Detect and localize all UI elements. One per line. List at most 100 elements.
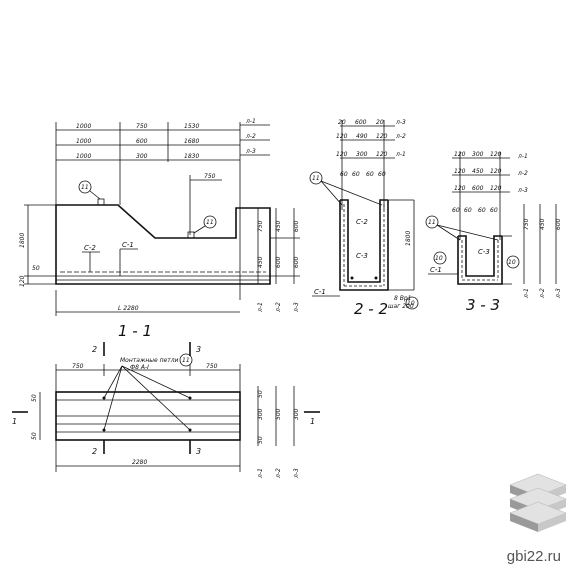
s3-right-label-l1: л-1 bbox=[523, 288, 530, 299]
s2-note-b: шаг 200 bbox=[388, 303, 414, 310]
s3-dim-120d: 120 bbox=[490, 168, 502, 175]
plan-right-label-l1: л-1 bbox=[257, 468, 264, 479]
s2-label-l1: л-1 bbox=[395, 151, 406, 158]
s3-right-750: 750 bbox=[523, 218, 530, 230]
dim-inner-750: 750 bbox=[204, 173, 216, 180]
plan-right-label-l2: л-2 bbox=[275, 468, 282, 479]
dim-height-1800: 1800 bbox=[19, 233, 26, 248]
s2-height-1800: 1800 bbox=[405, 231, 412, 246]
s2-bar-c1: С-1 bbox=[314, 288, 326, 296]
dim-1000-c: 1000 bbox=[76, 153, 91, 160]
label-l2: л-2 bbox=[245, 133, 256, 140]
plan-side-cut-right: 1 bbox=[310, 417, 315, 426]
s2-small-60d: 60 bbox=[378, 171, 386, 178]
s2-dim-120d: 120 bbox=[376, 151, 388, 158]
right-label-l3: л-3 bbox=[293, 302, 300, 313]
dim-1830: 1830 bbox=[184, 153, 199, 160]
section-title-2-2: 2 - 2 bbox=[354, 300, 388, 318]
plan-right-label-l3: л-3 bbox=[293, 468, 300, 479]
section-3-3: 120 300 120 л-1 120 450 120 л-2 120 600 … bbox=[425, 151, 562, 314]
s2-dim-20a: 20 bbox=[338, 119, 346, 126]
plan-left-50b: 50 bbox=[31, 432, 38, 440]
watermark-logo bbox=[509, 473, 567, 532]
s2-dim-120a: 120 bbox=[336, 133, 348, 140]
section-2-2: 20 600 20 л-3 120 490 120 л-2 120 300 12… bbox=[309, 119, 419, 318]
s3-small-60c: 60 bbox=[478, 207, 486, 214]
s2-small-60a: 60 bbox=[340, 171, 348, 178]
s3-right-label-l2: л-2 bbox=[539, 288, 546, 299]
dim-1680: 1680 bbox=[184, 138, 199, 145]
section-title-3-3: 3 - 3 bbox=[466, 296, 500, 314]
s2-small-60b: 60 bbox=[352, 171, 360, 178]
s3-small-60d: 60 bbox=[490, 207, 498, 214]
plan-left-750: 750 bbox=[72, 363, 84, 370]
s3-dim-120a: 120 bbox=[454, 151, 466, 158]
dim-right-450: 450 bbox=[275, 220, 282, 232]
s3-dim-120e: 120 bbox=[454, 185, 466, 192]
s3-dim-300: 300 bbox=[472, 151, 484, 158]
plan-length-2280: 2280 bbox=[132, 459, 147, 466]
s3-small-60b: 60 bbox=[464, 207, 472, 214]
plan-right-500: 500 bbox=[275, 408, 282, 420]
s2-label-l2: л-2 bbox=[395, 133, 406, 140]
s2-label-l3: л-3 bbox=[395, 119, 406, 126]
s3-bar-c3: С-3 bbox=[478, 248, 490, 256]
s2-callout-11: 11 bbox=[312, 175, 320, 182]
dim-300: 300 bbox=[136, 153, 148, 160]
callout-11-a: 11 bbox=[81, 184, 89, 191]
plan-right-750: 750 bbox=[206, 363, 218, 370]
plan-note: Монтажные петли bbox=[120, 357, 179, 364]
s3-bar-c1: С-1 bbox=[430, 266, 442, 274]
section-title-1-1: 1 - 1 bbox=[118, 322, 152, 340]
label-l3: л-3 bbox=[245, 148, 256, 155]
label-l1: л-1 bbox=[245, 118, 256, 125]
bar-c1: С-1 bbox=[122, 241, 134, 249]
s2-small-60c: 60 bbox=[366, 171, 374, 178]
s3-dim-120b: 120 bbox=[490, 151, 502, 158]
plan-right-300b: 300 bbox=[293, 408, 300, 420]
callout-11-b: 11 bbox=[206, 219, 214, 226]
s3-label-l3: л-3 bbox=[517, 187, 528, 194]
s2-dim-120c: 120 bbox=[336, 151, 348, 158]
section-1-elevation: 1000 750 1530 л-1 1000 600 1680 л-2 1000… bbox=[19, 118, 300, 340]
s3-dim-120c: 120 bbox=[454, 168, 466, 175]
dim-120: 120 bbox=[19, 275, 26, 287]
plan-side-cut-left: 1 bbox=[12, 417, 17, 426]
s2-note-a: 8 Вр1 bbox=[394, 295, 411, 302]
dim-50: 50 bbox=[32, 265, 40, 272]
s3-callout-10a: 10 bbox=[435, 255, 443, 262]
s3-callout-10b: 10 bbox=[508, 259, 516, 266]
dim-right-600c: 600 bbox=[293, 256, 300, 268]
s2-dim-490: 490 bbox=[356, 133, 368, 140]
s3-dim-450: 450 bbox=[472, 168, 484, 175]
plan-cut-2-bottom: 2 bbox=[92, 447, 97, 456]
s3-dim-120f: 120 bbox=[490, 185, 502, 192]
plan-right-50b: 50 bbox=[257, 436, 264, 444]
dim-1000-b: 1000 bbox=[76, 138, 91, 145]
s3-label-l2: л-2 bbox=[517, 170, 528, 177]
right-label-l2: л-2 bbox=[275, 302, 282, 313]
dim-750: 750 bbox=[136, 123, 148, 130]
plan-right-50a: 50 bbox=[257, 390, 264, 398]
s3-dim-600: 600 bbox=[472, 185, 484, 192]
dim-right-600b: 600 bbox=[275, 256, 282, 268]
plan-view: 750 750 2 3 2 3 Монтажные петли Ф8 А-I 1… bbox=[12, 342, 320, 479]
plan-callout-11: 11 bbox=[182, 357, 190, 364]
s3-right-600: 600 bbox=[555, 218, 562, 230]
plan-cut-2-top: 2 bbox=[92, 345, 97, 354]
dim-1000-a: 1000 bbox=[76, 123, 91, 130]
s2-dim-20b: 20 bbox=[376, 119, 384, 126]
s3-right-450: 450 bbox=[539, 218, 546, 230]
dim-length-2280: L 2280 bbox=[118, 305, 139, 312]
s2-callout-10: 10 bbox=[407, 300, 415, 307]
dim-right-600: 600 bbox=[293, 220, 300, 232]
dim-600: 600 bbox=[136, 138, 148, 145]
plan-cut-3-bottom: 3 bbox=[196, 447, 201, 456]
plan-left-50a: 50 bbox=[31, 394, 38, 402]
s3-small-60a: 60 bbox=[452, 207, 460, 214]
s3-callout-11: 11 bbox=[428, 219, 436, 226]
dim-1530: 1530 bbox=[184, 123, 199, 130]
s2-dim-300: 300 bbox=[356, 151, 368, 158]
